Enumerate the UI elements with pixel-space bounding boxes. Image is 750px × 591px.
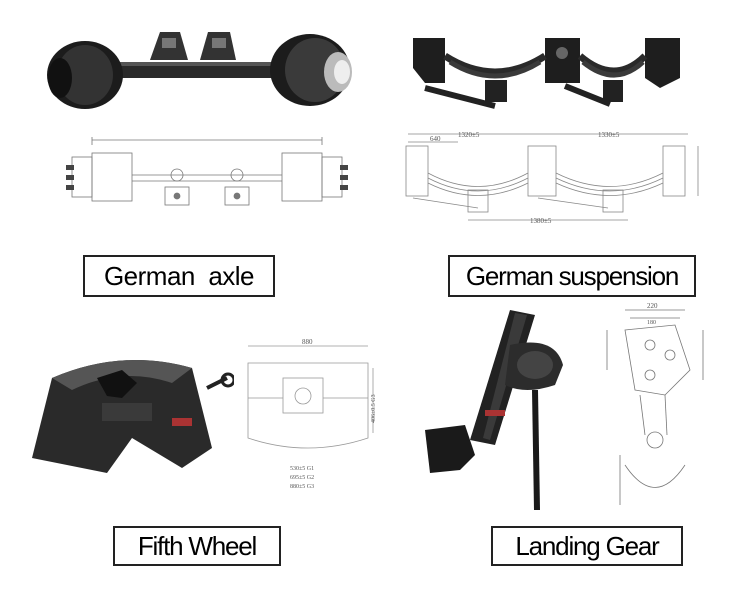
- suspension-label: German suspension: [465, 260, 679, 291]
- fifth-wheel-dim-g1: 530±5 G1: [290, 466, 314, 472]
- landing-gear-drawing: 220 180: [595, 300, 720, 515]
- landing-gear-label: Landing Gear: [515, 530, 659, 561]
- axle-photo: [40, 20, 360, 115]
- fifth-wheel-dim-g2: 695±5 G2: [290, 475, 314, 481]
- suspension-dim-2: 1330±5: [598, 131, 620, 139]
- fifth-wheel-dim-g3: 880±5 G3: [290, 484, 314, 490]
- fifth-wheel-drawing: 880 406±0.5 G3 530±5 G1 695±5 G2 880±5 G…: [228, 338, 388, 498]
- landing-gear-photo: [415, 305, 565, 510]
- suspension-dim-left: 640: [430, 135, 441, 143]
- suspension-photo: [405, 28, 705, 113]
- landing-gear-dim-top2: 180: [647, 320, 656, 326]
- fifth-wheel-label-box: Fifth Wheel: [113, 526, 281, 566]
- suspension-drawing: 1320±5 1330±5 640 1380±5: [398, 128, 718, 228]
- fifth-wheel-dim-width: 880: [302, 338, 313, 346]
- fifth-wheel-label: Fifth Wheel: [137, 530, 257, 561]
- axle-label: German axle: [103, 260, 255, 291]
- suspension-dim-bottom: 1380±5: [530, 217, 552, 225]
- axle-drawing: [62, 135, 352, 215]
- fifth-wheel-dim-height: 406±0.5 G3: [371, 394, 377, 423]
- fifth-wheel-photo: [22, 348, 234, 478]
- landing-gear-label-box: Landing Gear: [491, 526, 683, 566]
- suspension-dim-1: 1320±5: [458, 131, 480, 139]
- axle-label-box: German axle: [83, 255, 275, 297]
- suspension-label-box: German suspension: [448, 255, 696, 297]
- landing-gear-dim-top: 220: [647, 302, 658, 310]
